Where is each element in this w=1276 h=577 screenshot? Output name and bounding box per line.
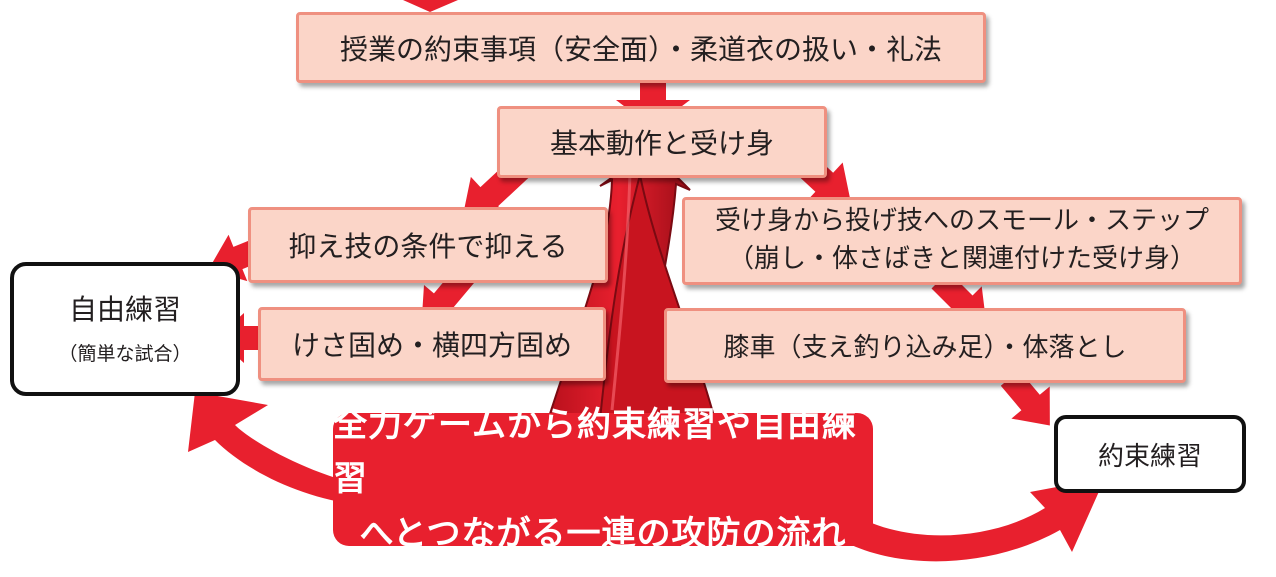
arrow-hiza-to-yakusoku	[1000, 370, 1050, 426]
box-free-practice: 自由練習 （簡単な試合）	[10, 262, 240, 396]
box-hiza-guruma: 膝車（支え釣り込み足）・体落とし	[664, 308, 1186, 383]
arrow-kesa-to-jiyu	[216, 313, 270, 363]
box-top-class-rules: 授業の約束事項（安全面）・柔道衣の扱い・礼法	[296, 12, 986, 83]
ribbon-highlight	[610, 169, 632, 411]
banner-line2: へとつながる一連の攻防の流れ	[359, 513, 847, 554]
banner-flow-summary: 全力ゲームから約束練習や自由練習 へとつながる一連の攻防の流れ	[333, 405, 873, 554]
box-jiyu-label: 自由練習	[68, 292, 181, 326]
box-ukemi-small-step: 受け身から投げ技へのスモール・ステップ （崩し・体さばきと関連付けた受け身）	[682, 197, 1242, 285]
box-hiza-label: 膝車（支え釣り込み足）・体落とし	[723, 333, 1127, 363]
box-osae-label: 抑え技の条件で抑える	[288, 230, 568, 263]
box-ukemi-line2: （崩し・体さばきと関連付けた受け身）	[727, 244, 1196, 274]
curve-arrow-banner-to-jiyu	[188, 392, 360, 505]
box-osae-conditions: 抑え技の条件で抑える	[248, 207, 608, 283]
box-top-label: 授業の約束事項（安全面）・柔道衣の扱い・礼法	[339, 32, 942, 66]
box-jiyu-sub: （簡単な試合）	[58, 342, 192, 365]
box-basic-movement: 基本動作と受け身	[497, 106, 827, 178]
down-arrow-top-to-basic	[616, 83, 690, 128]
box-yakusoku-label: 約束練習	[1097, 441, 1202, 472]
box-ukemi-line1: 受け身から投げ技へのスモール・ステップ	[714, 206, 1209, 237]
curve-arrow-banner-to-yakusoku	[820, 478, 1105, 562]
box-kesa-label: けさ固め・横四方固め	[291, 329, 572, 362]
top-edge-arrow	[403, 0, 458, 12]
box-kesa-yoko: けさ固め・横四方固め	[258, 307, 606, 381]
box-basic-label: 基本動作と受け身	[549, 127, 774, 160]
banner-line1: 全力ゲームから約束練習や自由練習	[333, 404, 857, 500]
box-promise-practice: 約束練習	[1054, 415, 1246, 493]
